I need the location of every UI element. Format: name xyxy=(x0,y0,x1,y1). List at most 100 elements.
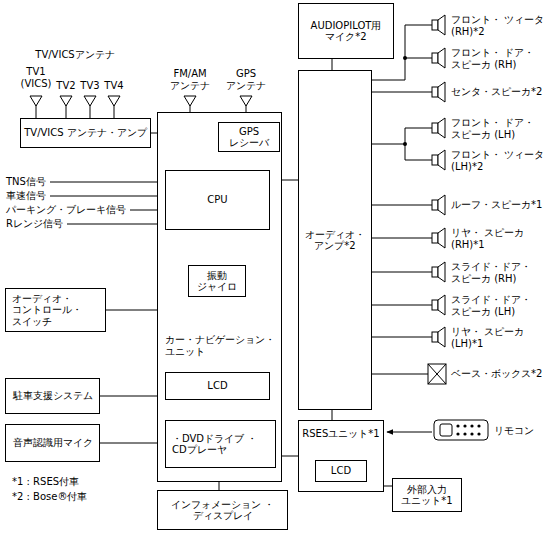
speaker-cone xyxy=(438,150,445,170)
connector xyxy=(332,410,333,420)
antenna-label: TV4 xyxy=(104,80,123,92)
speaker-wire xyxy=(366,128,432,160)
remote-signal-arrow xyxy=(387,432,432,433)
speaker-magnet xyxy=(432,53,438,63)
node-box: GPS レシーバ xyxy=(218,122,280,152)
node-box: AUDIOPILOT用 マイク*2 xyxy=(298,3,394,59)
node-box: 外部入力 ユニット*1 xyxy=(392,478,462,512)
connector xyxy=(282,180,298,181)
speaker-magnet xyxy=(432,233,438,243)
speaker-magnet xyxy=(432,87,438,97)
speaker-magnet xyxy=(432,267,438,277)
bass-box-cross xyxy=(428,364,446,384)
antenna-label: FM/AM アンテナ xyxy=(165,68,215,91)
node-label: LCD xyxy=(207,380,227,392)
connector xyxy=(332,59,333,70)
node-label: RSESユニット*1 xyxy=(298,428,384,440)
speaker-cone xyxy=(438,118,445,138)
speaker-label: フロント・ ツィータ (RH)*2 xyxy=(451,14,555,37)
remote-label: リモコン xyxy=(494,425,534,437)
speaker-magnet xyxy=(432,20,438,30)
bass-box-outline xyxy=(428,364,446,384)
speaker-cone xyxy=(438,295,445,315)
footnote: *1 : RSES付車 xyxy=(12,476,79,488)
antenna-label: TV/VICSアンテナ xyxy=(35,49,114,61)
speaker-wires xyxy=(366,25,432,374)
connector xyxy=(282,456,298,457)
speaker-label: スライド・ドア・ スピーカ (RH) xyxy=(451,261,555,284)
antenna-symbol xyxy=(84,96,96,106)
signal-name: Rレンジ信号 xyxy=(6,218,63,230)
antenna-label: GPS アンテナ xyxy=(224,68,268,91)
junction-dot xyxy=(403,56,407,60)
node-label: カー・ナビゲーション・ ユニット xyxy=(165,334,279,357)
node-box: RSESユニット*1LCD xyxy=(298,420,384,492)
signal-name: パーキング・ブレーキ信号 xyxy=(6,204,126,216)
remote-button xyxy=(463,424,466,427)
speaker-label: リヤ・ スピーカ (RH)*1 xyxy=(451,227,555,250)
node-label: インフォメーション ・ディスプレイ xyxy=(158,499,287,522)
node-label: LCD xyxy=(331,465,351,477)
signal-wire xyxy=(50,182,165,183)
node-label: 駐車支援システム xyxy=(13,390,93,402)
signal-name: 車速信号 xyxy=(6,190,46,202)
speaker-cone xyxy=(438,228,445,248)
speaker-magnet xyxy=(432,155,438,165)
node-label: オーディオ・ アンプ*2 xyxy=(299,229,371,252)
speaker-label: スライド・ドア・ スピーカ (LH) xyxy=(451,294,555,317)
remote-body xyxy=(434,420,488,440)
node-box: 音声認識用マイク xyxy=(5,424,100,462)
footnote: *2 : Bose®付車 xyxy=(12,491,87,503)
node-label: 外部入力 ユニット*1 xyxy=(393,484,461,507)
remote-button xyxy=(470,424,473,427)
remote-button xyxy=(470,432,473,435)
speaker-symbols xyxy=(432,15,445,347)
speaker-label: フロント・ ドア・スピーカ (RH) xyxy=(451,47,555,70)
antenna-label: TV3 xyxy=(80,80,99,92)
speaker-label: リヤ・ スピーカ (LH)*1 xyxy=(451,326,555,349)
node-box: CPU xyxy=(165,170,270,230)
node-label: 振動 ジャイロ xyxy=(189,270,245,293)
junction-dots xyxy=(403,56,407,146)
connector xyxy=(100,443,157,444)
signal-wire xyxy=(67,224,165,225)
speaker-cone xyxy=(438,82,445,102)
antenna-symbol xyxy=(240,96,252,106)
node-box: LCD xyxy=(165,372,270,400)
speaker-magnet xyxy=(432,123,438,133)
node-label: GPS レシーバ xyxy=(219,126,279,149)
node-box: カー・ナビゲーション・ ユニット GPS レシーバ CPU 振動 ジャイロ LCD ・DV… xyxy=(157,112,282,482)
node-box: 振動 ジャイロ xyxy=(188,265,246,297)
speaker-cone xyxy=(438,262,445,282)
node-box: オーディオ・ アンプ*2 xyxy=(298,70,372,410)
speaker-wire xyxy=(366,92,432,93)
node-box: ・DVDドライブ ・CDプレーヤ xyxy=(165,420,276,468)
signal-wire xyxy=(50,196,165,197)
node-box: TV/VICS アンテナ・アンプ xyxy=(20,118,151,148)
speaker-cone xyxy=(438,48,445,68)
connector xyxy=(106,310,157,311)
remote-button xyxy=(477,424,480,427)
antenna-symbol xyxy=(184,96,196,106)
node-label: TV/VICS アンテナ・アンプ xyxy=(24,127,147,139)
node-label: AUDIOPILOT用 マイク*2 xyxy=(299,20,393,43)
connector xyxy=(100,396,157,397)
remote-pad xyxy=(440,424,452,436)
connector xyxy=(384,486,392,487)
node-label: オーディオ・ コントロール・ スイッチ xyxy=(12,293,105,328)
remote-button xyxy=(463,432,466,435)
speaker-label: ルーフ・スピーカ*1 xyxy=(451,199,555,211)
node-box: オーディオ・ コントロール・ スイッチ xyxy=(5,288,106,332)
antenna-label: TV2 xyxy=(56,80,75,92)
node-label: ・DVDドライブ ・CDプレーヤ xyxy=(172,433,275,456)
signal-name: TNS信号 xyxy=(6,176,46,188)
node-box: 駐車支援システム xyxy=(5,378,100,414)
remote-buttons xyxy=(456,424,480,435)
speaker-cone xyxy=(438,15,445,35)
bass-box-symbol xyxy=(428,364,446,384)
antenna-symbol xyxy=(60,96,72,106)
antenna-symbol xyxy=(30,96,42,106)
remote-button xyxy=(477,432,480,435)
antenna-symbol xyxy=(108,96,120,106)
